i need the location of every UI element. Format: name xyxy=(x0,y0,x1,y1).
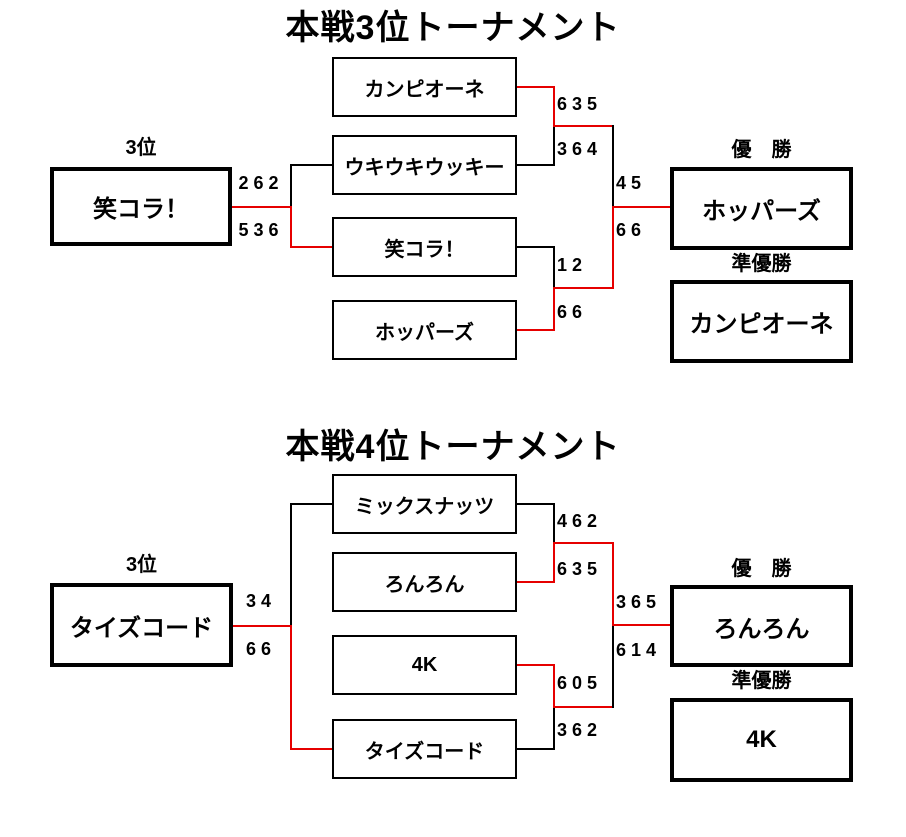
round1-team-box: ミックスナッツ xyxy=(332,474,517,534)
score: 536 xyxy=(238,220,284,240)
connector-line xyxy=(517,748,553,750)
connector-line xyxy=(517,246,553,248)
connector-line xyxy=(553,246,555,288)
champion-label: 優 勝 xyxy=(731,558,792,580)
team-name: タイズコード xyxy=(364,740,485,763)
score: 262 xyxy=(238,173,284,193)
connector-line xyxy=(553,503,555,543)
connector-line xyxy=(290,625,292,749)
score: 12 xyxy=(557,255,588,275)
round1-team-box: カンピオーネ xyxy=(332,57,517,117)
connector-line xyxy=(553,125,555,166)
team-name: ウキウキウッキー xyxy=(344,156,505,179)
score: 66 xyxy=(245,639,277,659)
connector-line xyxy=(612,624,614,708)
round1-team-box: ウキウキウッキー xyxy=(332,135,517,195)
connector-line xyxy=(553,287,555,331)
connector-line xyxy=(290,748,332,750)
runnerup-box: カンピオーネ xyxy=(670,280,853,363)
runnerup-name: 4K xyxy=(746,726,777,753)
score: 462 xyxy=(557,511,603,531)
connector-line xyxy=(517,329,553,331)
score: 635 xyxy=(557,94,603,114)
connector-line xyxy=(553,542,555,583)
connector-line xyxy=(553,542,612,544)
seed-team-name: 笑コラ！ xyxy=(93,196,189,223)
runnerup-box: 4K xyxy=(670,698,853,782)
runnerup-label: 準優勝 xyxy=(731,670,792,692)
connector-line xyxy=(612,542,614,626)
connector-line xyxy=(517,503,553,505)
bracket-title: 本戦4位トーナメント xyxy=(285,428,621,466)
connector-line xyxy=(553,664,555,707)
runnerup-name: カンピオーネ xyxy=(689,311,834,338)
connector-line xyxy=(612,624,670,626)
connector-line xyxy=(290,246,332,248)
connector-line xyxy=(290,164,332,166)
round1-team-box: タイズコード xyxy=(332,719,517,779)
connector-line xyxy=(553,86,555,126)
connector-line xyxy=(290,164,292,207)
score: 362 xyxy=(557,720,603,740)
team-name: カンピオーネ xyxy=(364,78,485,101)
score: 635 xyxy=(557,559,603,579)
round1-team-box: 4K xyxy=(332,635,517,695)
round1-team-box: ホッパーズ xyxy=(332,300,517,360)
connector-line xyxy=(290,503,292,626)
connector-line xyxy=(290,503,332,505)
seed-team-name: タイズコード xyxy=(69,614,214,642)
team-name: ろんろん xyxy=(384,573,465,596)
connector-line xyxy=(517,664,553,666)
score: 34 xyxy=(245,591,277,611)
score: 614 xyxy=(616,640,662,660)
team-name: ミックスナッツ xyxy=(354,495,495,518)
connector-line xyxy=(553,706,612,708)
connector-line xyxy=(517,581,553,583)
round1-team-box: 笑コラ！ xyxy=(332,217,517,277)
connector-line xyxy=(517,86,553,88)
connector-line xyxy=(553,287,612,289)
seed-team-box: タイズコード xyxy=(50,583,233,667)
score: 66 xyxy=(557,302,588,322)
runnerup-label: 準優勝 xyxy=(731,253,792,275)
round1-team-box: ろんろん xyxy=(332,552,517,612)
seed-label: 3位 xyxy=(125,554,158,576)
connector-line xyxy=(517,164,553,166)
connector-line xyxy=(290,206,292,247)
champion-box: ろんろん xyxy=(670,585,853,667)
champion-box: ホッパーズ xyxy=(670,167,853,250)
connector-line xyxy=(553,706,555,750)
connector-line xyxy=(233,625,290,627)
bracket-title: 本戦3位トーナメント xyxy=(285,9,621,47)
connector-line xyxy=(612,206,670,208)
champion-label: 優 勝 xyxy=(731,139,792,161)
team-name: 笑コラ！ xyxy=(384,238,465,261)
connector-line xyxy=(612,125,614,207)
score: 364 xyxy=(557,139,603,159)
connector-line xyxy=(612,206,614,289)
score: 365 xyxy=(616,592,662,612)
champion-name: ホッパーズ xyxy=(702,198,821,225)
score: 45 xyxy=(616,173,647,193)
seed-team-box: 笑コラ！ xyxy=(50,167,232,246)
seed-label: 3位 xyxy=(125,137,157,159)
score: 66 xyxy=(616,220,647,240)
champion-name: ろんろん xyxy=(713,615,810,643)
score: 605 xyxy=(557,673,603,693)
connector-line xyxy=(553,125,612,127)
team-name: ホッパーズ xyxy=(375,321,474,344)
connector-line xyxy=(232,206,290,208)
team-name: 4K xyxy=(411,653,438,676)
